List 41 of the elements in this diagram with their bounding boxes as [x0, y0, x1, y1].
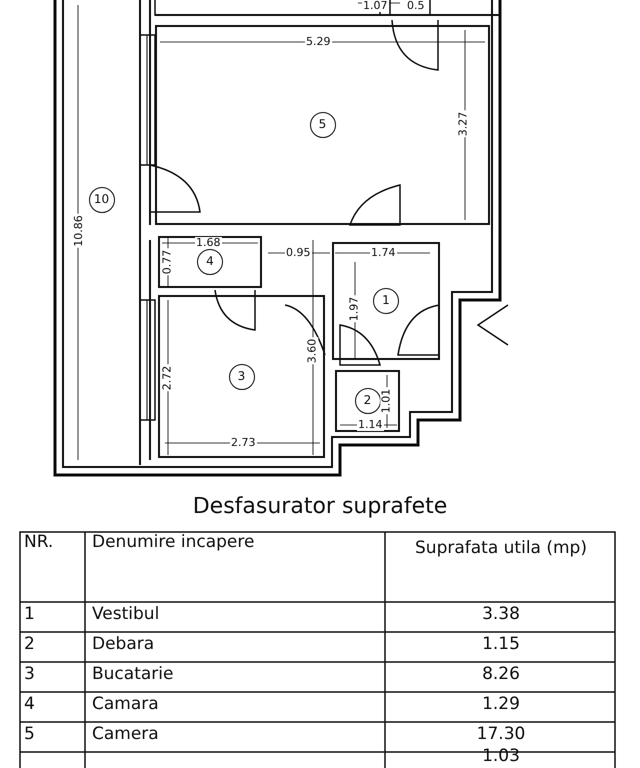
room-number: 2	[354, 388, 380, 414]
table-cell-text: 8.26	[481, 664, 521, 684]
room-outline	[155, 25, 490, 225]
column-header: Denumire incapere	[92, 532, 256, 552]
table-cell-text: 3	[24, 664, 36, 684]
dimension-label: 1.14	[357, 419, 384, 431]
dimension-label: 2.73	[230, 437, 256, 449]
dimension-label: 5.29	[305, 36, 332, 48]
table-cell-text: 2	[24, 634, 36, 654]
table-cell-text: 5	[24, 724, 36, 744]
table-cell-text: 1.15	[481, 634, 521, 654]
dimension-label: 1.07	[362, 0, 388, 12]
table-cell-text: Debara	[92, 634, 156, 654]
table-cell-text: 1	[24, 604, 36, 624]
diagram-title: Desfasurator suprafete	[192, 494, 448, 519]
dimension-label: 1.68	[195, 237, 222, 249]
room-number: 10	[88, 187, 114, 213]
room-number: 5	[310, 112, 336, 138]
room-number: 3	[228, 364, 254, 390]
dimension-label: 3.60	[306, 338, 318, 364]
dimension-label: 1.01	[380, 388, 392, 414]
table-cell-text: 1.29	[481, 694, 521, 714]
dimension-label: 0.77	[161, 248, 174, 276]
dimension-label: 0.5	[406, 0, 426, 12]
table-cell-text: Camera	[92, 724, 160, 744]
dimension-label: 1.74	[370, 247, 396, 259]
table-cell-text: 17.30	[476, 724, 526, 744]
column-header: NR.	[24, 532, 54, 552]
room-number: 4	[197, 249, 223, 275]
table-cell-text: 4	[24, 694, 36, 714]
dimension-label: 10.86	[72, 214, 85, 248]
column-header: Suprafata utila (mp)	[414, 538, 588, 558]
dimension-label: 0.95	[285, 247, 312, 259]
room-number: 1	[373, 288, 399, 314]
table-cell-text: Vestibul	[92, 604, 160, 624]
table-cell-text: Camara	[92, 694, 160, 714]
table-cell-text: Bucatarie	[92, 664, 174, 684]
dimension-label: 2.72	[161, 364, 174, 392]
dimension-label: 3.27	[457, 110, 470, 138]
dimension-label: 1.97	[348, 296, 360, 322]
table-cell-text: 3.38	[481, 604, 521, 624]
